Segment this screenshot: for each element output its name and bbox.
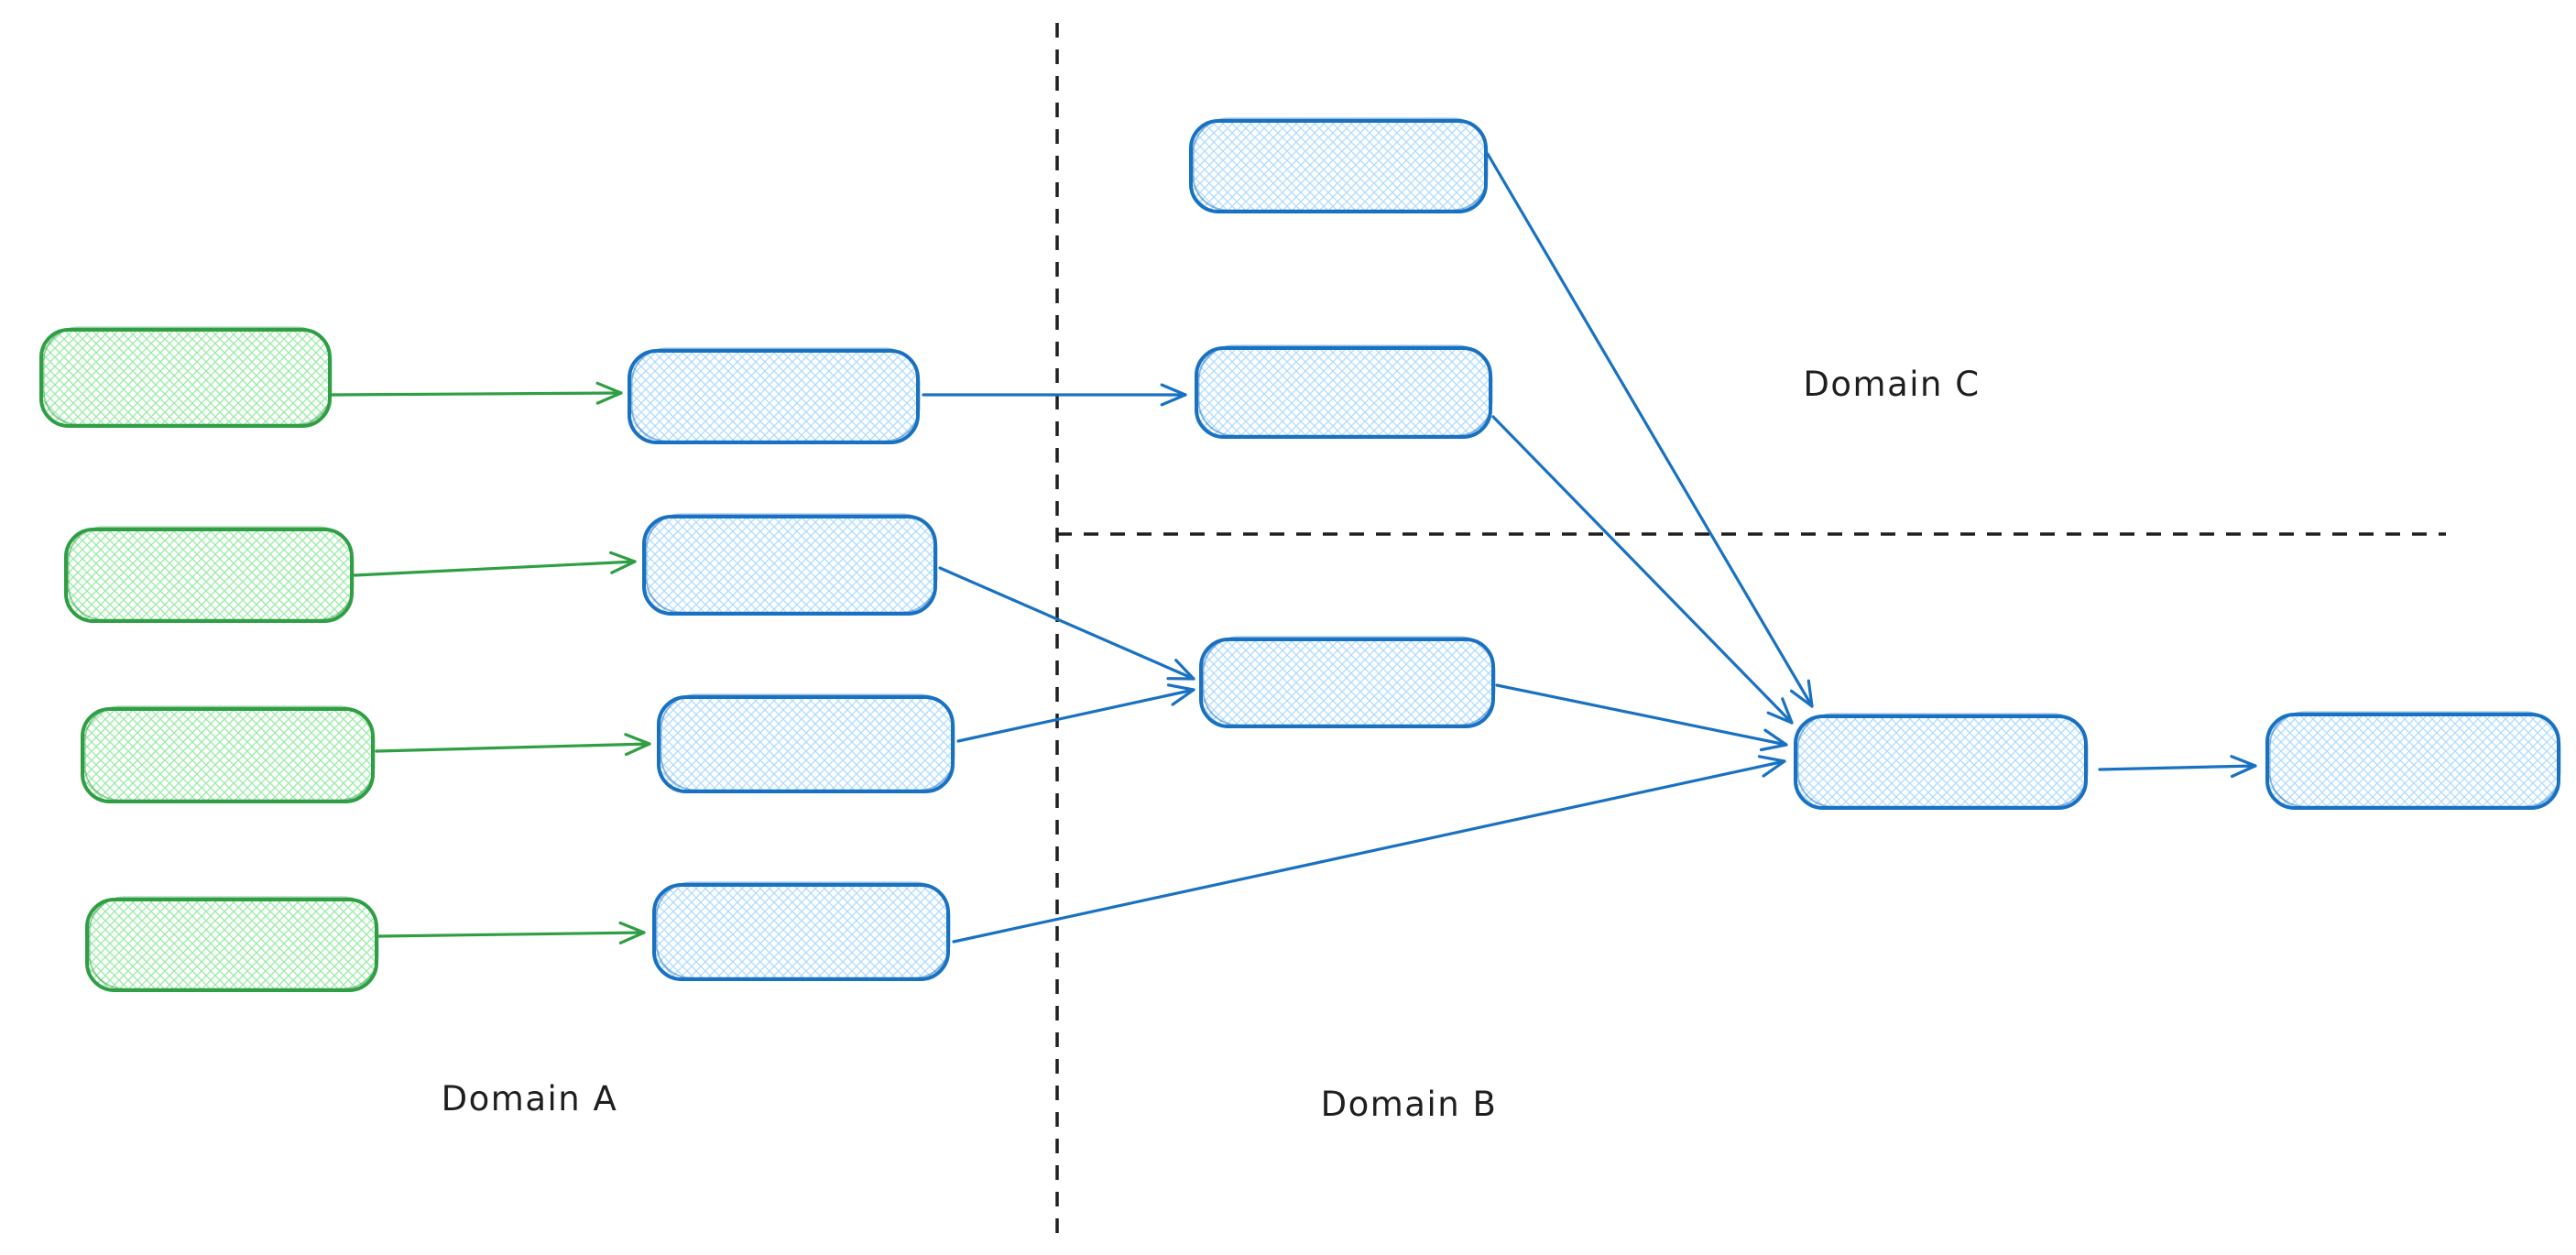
edge-source3-process3 — [375, 733, 651, 757]
edge-source4-process4 — [377, 921, 646, 944]
domain-a-process-2 — [642, 513, 938, 616]
edge-process4-hub — [952, 755, 1786, 944]
edge-process3-bnode1 — [956, 683, 1195, 743]
domain-b-label: Domain B — [1321, 1085, 1498, 1124]
edge-cnode2-hub-arrowhead-icon — [1766, 697, 1794, 725]
domain-b-node-1 — [1199, 636, 1496, 728]
edge-source1-process1-arrowhead-icon — [595, 381, 623, 405]
edge-hub-output — [2098, 755, 2257, 779]
edge-process3-bnode1-arrowhead-icon — [1166, 683, 1195, 706]
edge-bnode1-hub — [1495, 683, 1788, 752]
node-boxes — [39, 117, 2561, 992]
domain-a-source-1 — [39, 326, 333, 428]
domain-c-label: Domain C — [1803, 365, 1980, 404]
edge-source4-process4-arrowhead-icon — [618, 921, 646, 944]
edge-hub-output-arrowhead-icon — [2230, 755, 2257, 779]
edge-cnode1-hub — [1486, 152, 1814, 708]
domain-b-output — [2265, 711, 2561, 810]
domain-c-node-1 — [1189, 117, 1489, 213]
domain-a-process-4 — [652, 881, 951, 981]
domain-a-process-3 — [657, 693, 955, 793]
domain-a-source-4 — [85, 896, 379, 992]
edge-process4-hub-arrowhead-icon — [1757, 755, 1786, 778]
edge-source1-process1 — [330, 381, 623, 405]
edge-cnode2-hub — [1491, 415, 1794, 725]
edge-source3-process3-arrowhead-icon — [624, 733, 651, 757]
edge-arrows — [330, 152, 2257, 944]
domain-c-node-2 — [1195, 344, 1493, 439]
domain-a-process-1 — [628, 347, 921, 444]
edge-process1-cnode2 — [922, 383, 1187, 407]
edge-bnode1-hub-arrowhead-icon — [1759, 728, 1788, 752]
edge-process1-cnode2-arrowhead-icon — [1160, 383, 1187, 407]
domain-a-label: Domain A — [442, 1079, 618, 1119]
edge-source2-process2-arrowhead-icon — [609, 551, 637, 574]
domain-a-source-3 — [81, 705, 376, 803]
edge-process2-bnode1-arrowhead-icon — [1166, 659, 1195, 681]
domain-a-source-2 — [64, 526, 355, 623]
edge-process2-bnode1 — [938, 566, 1195, 681]
domain-b-hub — [1794, 713, 2089, 810]
edge-cnode1-hub-arrowhead-icon — [1789, 679, 1814, 708]
edge-source2-process2 — [353, 551, 637, 577]
divider-lines — [1055, 23, 2446, 1235]
